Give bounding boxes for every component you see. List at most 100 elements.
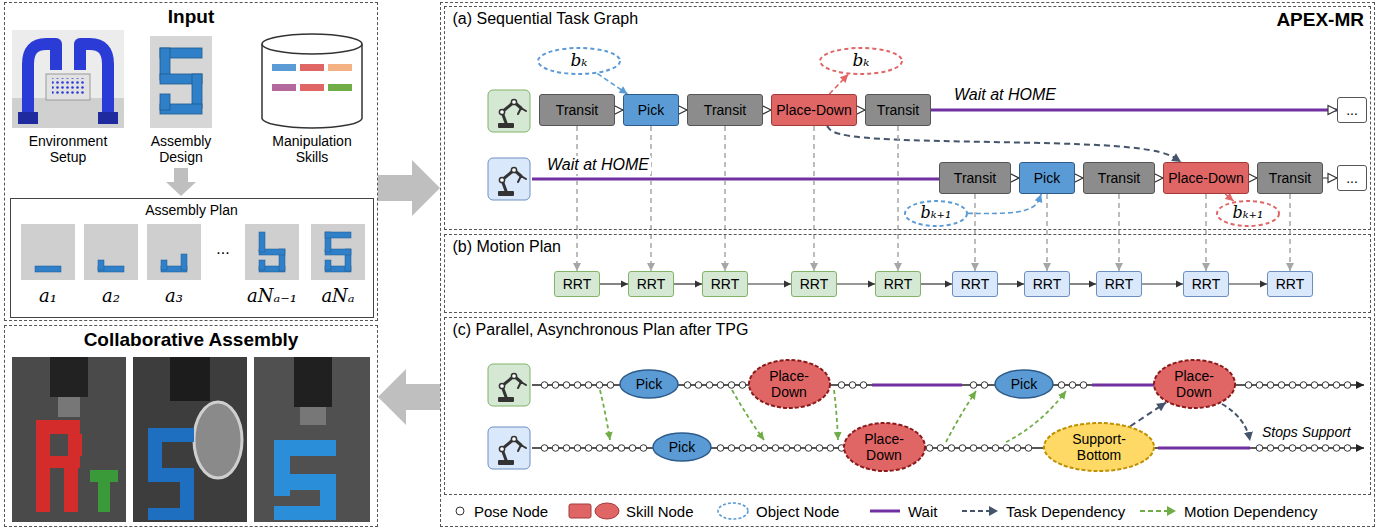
- label-holder: a₁: [26, 286, 70, 307]
- step-label: a₁: [26, 286, 70, 307]
- connector: [650, 126, 652, 271]
- motion-plan-box: RRT: [1024, 271, 1070, 297]
- panel-heading: Input: [168, 6, 214, 28]
- legend-label: Motion Dependency: [1184, 503, 1317, 520]
- legend-sample: [456, 507, 464, 515]
- legend-sample: [1140, 510, 1168, 512]
- assembly-plan-thumbnails: [35, 266, 61, 272]
- panel-heading: (c) Parallel, Asynchronous Plan after TP…: [453, 321, 749, 339]
- assembly-photos: [98, 482, 110, 512]
- robot-icon: [488, 364, 530, 406]
- environment-illustration: [46, 74, 90, 100]
- skill-node: Pick: [619, 369, 679, 399]
- skill-library-cylinder: [300, 64, 324, 71]
- ellipse-outline: [620, 370, 678, 398]
- legend-label: Pose Node: [474, 503, 548, 520]
- object-node: bₖ₊₁: [1216, 200, 1280, 227]
- assembly-photos: [50, 420, 80, 434]
- assembly-plan-box: Assembly Plan: [10, 198, 374, 318]
- assembly-photos: [194, 402, 242, 478]
- assembly-plan-thumbnails: [84, 224, 138, 280]
- assembly-photos: [274, 440, 336, 456]
- task-box: Transit: [1257, 162, 1323, 194]
- label-holder: a₂: [89, 286, 133, 307]
- flow-arrow: [166, 168, 196, 196]
- ellipse-outline: [995, 370, 1053, 398]
- assembly-photos: [36, 420, 50, 512]
- framework-panel: APEX-MR(a) Sequential Task GraphbₖbₖTran…: [440, 2, 1375, 527]
- ellipse-outline: [1217, 201, 1279, 226]
- assembly-plan-thumbnails: [259, 232, 285, 272]
- connector: [1130, 403, 1166, 427]
- panel-heading: Collaborative Assembly: [84, 329, 299, 351]
- assembly-plan-thumbnails: [245, 224, 299, 280]
- flow-arrow: [378, 369, 440, 425]
- node-label: RRT: [1033, 276, 1062, 292]
- assembly-plan-thumbnails: [259, 232, 265, 252]
- motion-plan-box: RRT: [791, 271, 837, 297]
- connector: [1225, 194, 1233, 201]
- assembly-photos: [274, 506, 336, 520]
- assembly-photos: [58, 397, 80, 417]
- node-label: RRT: [884, 276, 913, 292]
- section-panel: (a) Sequential Task GraphbₖbₖTransitPick…: [444, 6, 1371, 230]
- environment-illustration: [80, 44, 108, 116]
- assembly-photos: [50, 357, 88, 397]
- node-label: RRT: [711, 276, 740, 292]
- assembly-plan-thumbnails: [325, 232, 351, 238]
- legend-label: Object Node: [756, 503, 839, 520]
- assembly-photos: [90, 470, 118, 482]
- connector: [857, 109, 865, 110]
- flow-arrow: [378, 160, 440, 216]
- object-node: bₖ₊₁: [904, 200, 968, 227]
- skill-library-cylinder: [262, 44, 362, 128]
- node-label: ...: [1346, 170, 1358, 186]
- task-box: Pick: [1019, 162, 1075, 194]
- assembly-design-image: [160, 48, 202, 114]
- node-label: RRT: [1192, 276, 1221, 292]
- section-panel: (c) Parallel, Asynchronous Plan after TP…: [444, 317, 1371, 495]
- node-label: RRT: [1105, 276, 1134, 292]
- assembly-design-image: [150, 36, 212, 128]
- assembly-photos: [170, 357, 210, 401]
- motion-dependency-arrow: [600, 390, 610, 440]
- node-label: Transit: [704, 102, 746, 118]
- assembly-plan-thumbnails: [21, 224, 75, 280]
- annotation-label: Environment Setup: [14, 133, 122, 165]
- wait-line: [532, 179, 940, 180]
- annotation-label: Stops Support: [1262, 424, 1351, 440]
- environment-illustration: [12, 30, 124, 128]
- panel-heading: (b) Motion Plan: [453, 238, 562, 256]
- flow-arrow: [166, 168, 196, 196]
- execution-timeline: [1254, 443, 1353, 453]
- legend-sample: [989, 506, 998, 516]
- connector: [931, 109, 1337, 112]
- assembly-photos: [180, 482, 194, 512]
- legend-sample: [962, 510, 990, 512]
- label-holder: Stops Support: [1262, 424, 1351, 440]
- assembly-plan-thumbnails: [325, 260, 331, 270]
- assembly-plan-thumbnails: [21, 224, 75, 280]
- ellipse-outline: [905, 201, 967, 226]
- skill-library-cylinder: [272, 64, 296, 71]
- task-box: Transit: [939, 162, 1011, 194]
- motion-plan-box: RRT: [1096, 271, 1142, 297]
- robot-icon: [488, 90, 530, 469]
- connector: [1070, 283, 1096, 284]
- assembly-photos: [90, 470, 118, 512]
- node-label: Pick: [636, 376, 662, 392]
- assembly-photos: [274, 440, 336, 520]
- panel-heading: (a) Sequential Task Graph: [453, 10, 639, 28]
- motion-plan-box: RRT: [628, 271, 674, 297]
- task-box: Transit: [539, 94, 615, 126]
- assembly-photos: [12, 357, 370, 522]
- continuation-box: ...: [1337, 165, 1367, 191]
- assembly-photos: [148, 508, 194, 520]
- connector: [1229, 283, 1267, 284]
- robot-icon: [498, 99, 526, 128]
- step-label: aNₐ: [311, 286, 365, 307]
- motion-dependency-arrow: [834, 390, 838, 440]
- skill-library-cylinder: [328, 64, 352, 71]
- assembly-plan-thumbnails: [325, 232, 351, 272]
- skill-library-cylinder: [272, 84, 296, 91]
